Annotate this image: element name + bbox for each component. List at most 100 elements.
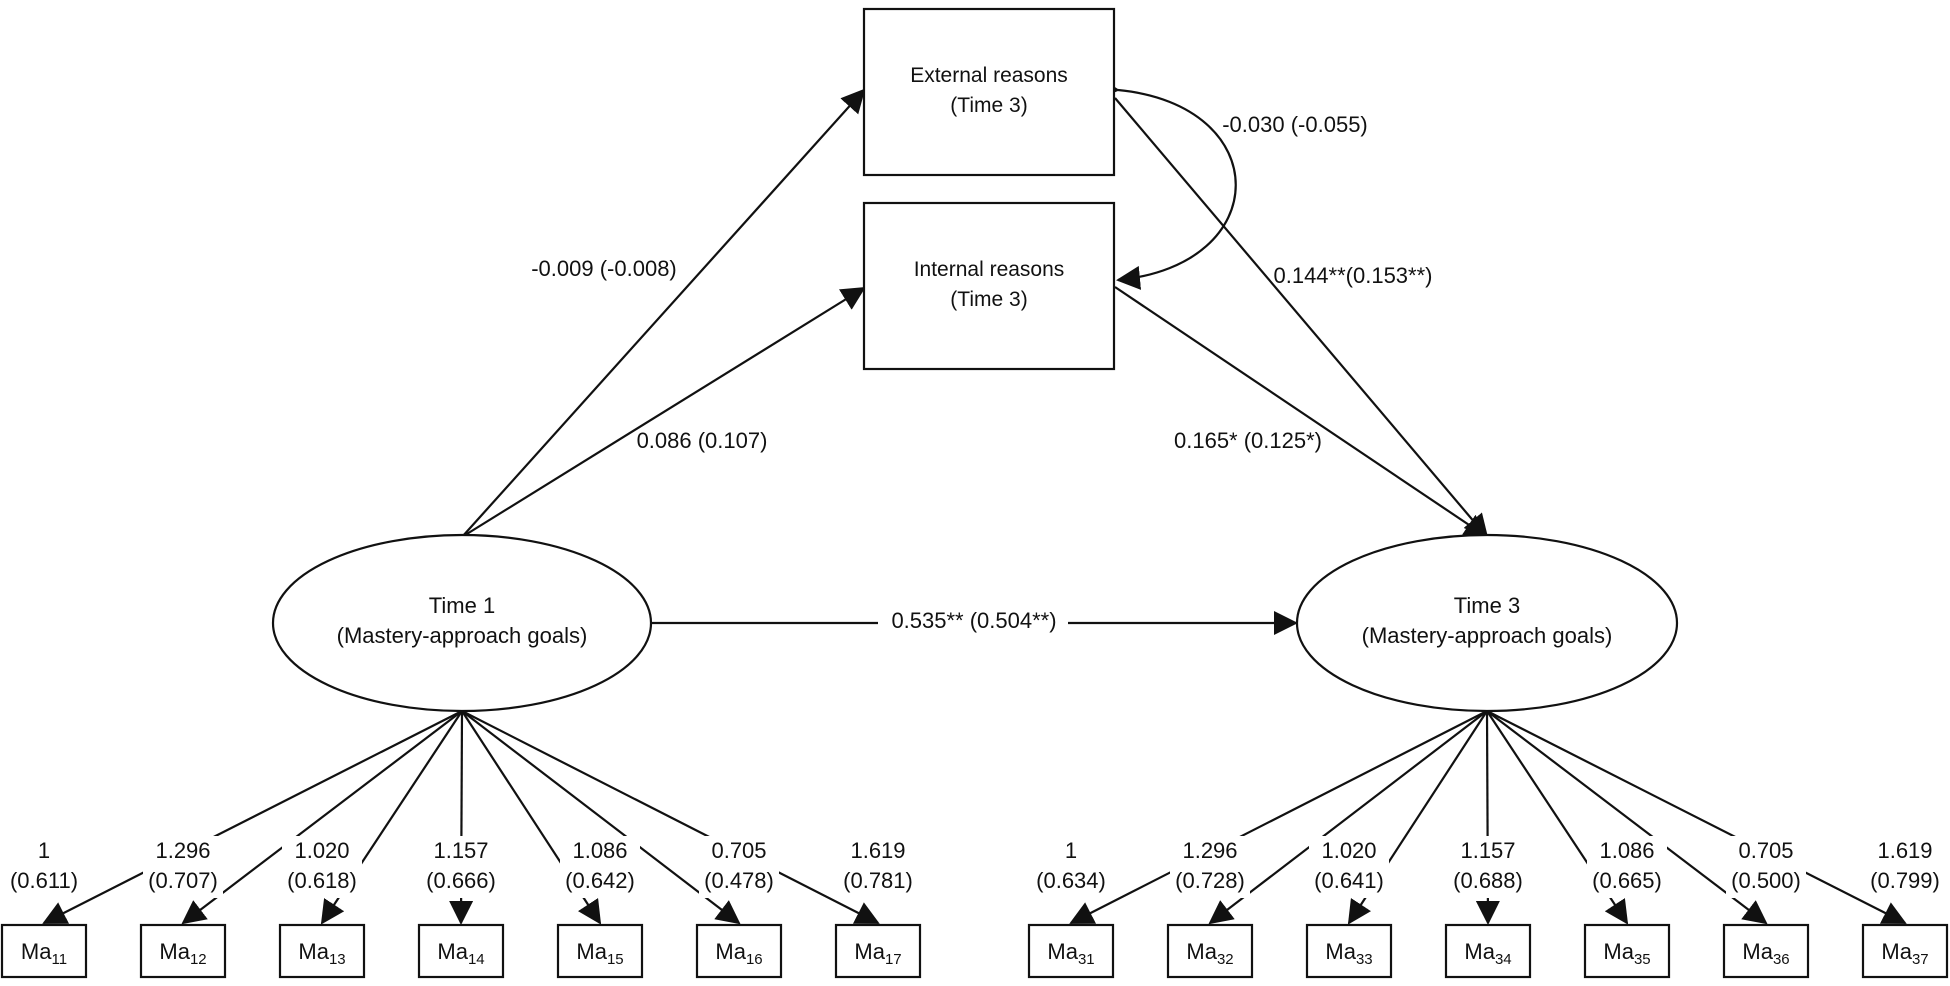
time3-loading-value: 1 [1065,838,1077,863]
time3-loading-label-mask [1448,836,1528,898]
time3-loading-label-mask [1309,836,1389,898]
internal-reasons-label-2: (Time 3) [950,288,1027,311]
time3-loading-edge [1208,710,1488,925]
time3-indicator-box [1861,923,1949,979]
time1-indicator-label: Ma17 [854,939,901,968]
time1-standardized-value: (0.618) [287,868,357,893]
time3-indicator-box [1166,923,1254,979]
time1-loading-value: 1.157 [433,838,488,863]
time3-indicator-label: Ma37 [1881,939,1928,968]
time3-indicator-box [1027,923,1115,979]
time1-latent-ellipse [271,533,653,713]
time3-loading-edge [1486,710,1768,925]
time3-indicator-label: Ma36 [1742,939,1789,968]
time1-loading-edges [42,710,880,925]
time1-loading-label-mask [838,836,918,898]
external-reasons-label-1: External reasons [910,64,1068,87]
internal-reasons-label-1: Internal reasons [914,258,1065,281]
time1-loading-edge [461,710,880,924]
time1-loading-edge [461,710,741,925]
time3-loading-label-mask [1726,836,1806,898]
time1-loading-value: 1.296 [155,838,210,863]
time3-standardized-value: (0.688) [1453,868,1523,893]
time3-loading-label-mask [1587,836,1667,898]
time3-loading-value: 1.020 [1321,838,1376,863]
path-arrow-time1-to-external [461,88,866,538]
time1-loading-value: 1.086 [572,838,627,863]
time1-indicator-label: Ma15 [576,939,623,968]
time1-loading-value: 1 [38,838,50,863]
time1-standardized-value: (0.666) [426,868,496,893]
time3-loading-label-mask [1865,836,1945,898]
time1-loading-value: 0.705 [711,838,766,863]
time1-indicator-label: Ma13 [298,939,345,968]
coef-time1-time3-mask [878,604,1068,634]
time3-indicator-label: Ma35 [1603,939,1650,968]
time3-indicator-label: Ma32 [1186,939,1233,968]
coef-covariance: -0.030 (-0.055) [1222,112,1368,137]
time3-indicator-box [1444,923,1532,979]
time1-indicator-box [0,923,88,979]
path-arrow-time1-to-internal [461,286,866,538]
time3-indicators: 1 (0.634) Ma31 1.296 (0.728) Ma32 1.020 (0.641)… [1027,836,1949,979]
time1-indicator-box [695,923,783,979]
time1-indicator-label: Ma11 [21,939,67,968]
time1-indicator-box [139,923,227,979]
time3-indicator-label: Ma34 [1464,939,1511,968]
time3-latent-ellipse [1295,533,1679,713]
time1-label-1: Time 1 [429,593,495,618]
time3-standardized-value: (0.634) [1036,868,1106,893]
time3-loading-label-mask [1170,836,1250,898]
time3-label-2: (Mastery-approach goals) [1362,623,1613,648]
time1-indicator-box [417,923,505,979]
time3-loading-value: 0.705 [1738,838,1793,863]
time1-indicator-label: Ma12 [159,939,206,968]
time1-loading-edge [181,710,463,925]
time1-indicator-box [834,923,922,979]
time3-indicator-box [1305,923,1393,979]
time1-standardized-value: (0.478) [704,868,774,893]
time3-standardized-value: (0.728) [1175,868,1245,893]
path-arrow-external-to-time3 [1114,97,1489,539]
time1-standardized-value: (0.781) [843,868,913,893]
time1-loading-label-mask [421,836,501,898]
time1-loading-label-mask [699,836,779,898]
time3-indicator-label: Ma33 [1325,939,1372,968]
covariance-arrow [1094,75,1237,290]
time3-standardized-value: (0.641) [1314,868,1384,893]
time3-indicator-box [1583,923,1671,979]
time3-standardized-value: (0.500) [1731,868,1801,893]
coef-time1-internal: 0.086 (0.107) [637,428,768,453]
time1-loading-value: 1.619 [850,838,905,863]
external-reasons-box [862,7,1116,177]
time1-standardized-value: (0.611) [10,868,78,893]
time1-indicators: 1 (0.611) Ma11 1.296 (0.707) Ma12 1.020 (0.618)… [0,836,922,979]
time1-loading-value: 1.020 [294,838,349,863]
time1-standardized-value: (0.707) [148,868,218,893]
time3-standardized-value: (0.799) [1870,868,1940,893]
time3-label-1: Time 3 [1454,593,1520,618]
time1-indicator-label: Ma14 [437,939,484,968]
time1-indicator-box [278,923,366,979]
time1-loading-label-mask [143,836,223,898]
time3-indicator-box [1722,923,1810,979]
time1-indicator-box [556,923,644,979]
external-reasons-label-2: (Time 3) [950,94,1027,117]
coef-time1-external: -0.009 (-0.008) [531,256,677,281]
time3-indicator-label: Ma31 [1047,939,1094,968]
time3-loading-edge [1486,710,1907,924]
time1-loading-label-mask [282,836,362,898]
time1-loading-edge [42,710,463,924]
time1-label-2: (Mastery-approach goals) [337,623,588,648]
time1-loading-label-mask [4,836,84,898]
time3-loading-value: 1.619 [1877,838,1932,863]
coef-time1-time3: 0.535** (0.504**) [891,608,1056,633]
time3-loading-edge [1069,710,1488,924]
time1-standardized-value: (0.642) [565,868,635,893]
time3-loading-value: 1.296 [1182,838,1237,863]
coef-internal-time3: 0.165* (0.125*) [1174,428,1322,453]
internal-reasons-box [862,201,1116,371]
path-arrow-internal-to-time3 [1114,286,1489,539]
time3-standardized-value: (0.665) [1592,868,1662,893]
